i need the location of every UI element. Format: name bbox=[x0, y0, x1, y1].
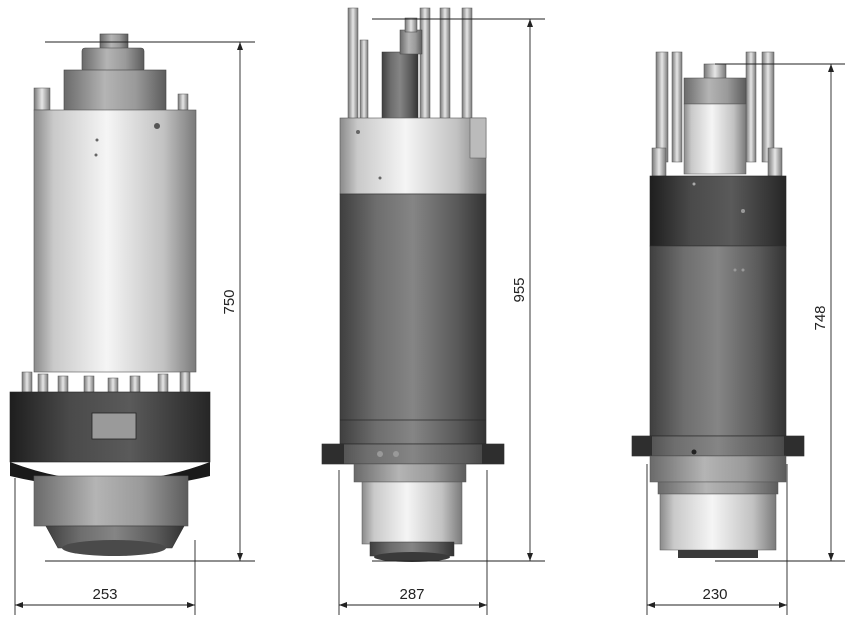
spindle-1-width-label: 253 bbox=[92, 586, 117, 603]
spindle-3-height-label: 748 bbox=[812, 305, 829, 330]
spindle-3-dimensions bbox=[646, 63, 845, 615]
spindle-2-lower-housing bbox=[353, 463, 467, 483]
spindle-1-lower-housing bbox=[33, 475, 189, 527]
spindle-1-dimensions bbox=[14, 41, 255, 615]
spindle-2-housing bbox=[339, 193, 487, 445]
spindle-2-dimensions bbox=[338, 18, 545, 615]
spindle-3-lower-housing bbox=[649, 455, 787, 483]
spindle-2-width-label: 287 bbox=[399, 586, 424, 603]
spindle-1 bbox=[9, 33, 211, 556]
spindle-1-nameplate bbox=[91, 412, 137, 440]
spindle-1-rotor-head bbox=[63, 69, 167, 113]
spindle-3-housing bbox=[649, 175, 787, 247]
spindle-2 bbox=[321, 7, 505, 562]
spindle-2-rotor-head bbox=[381, 51, 419, 121]
spindle-2-flange bbox=[321, 443, 505, 465]
spindle-3-flange bbox=[631, 435, 805, 457]
spindle-2-height-label: 955 bbox=[511, 277, 528, 302]
spindle-3-rotor-head bbox=[683, 77, 747, 105]
spindle-3-width-label: 230 bbox=[702, 586, 727, 603]
spindle-1-top-cap bbox=[81, 47, 145, 73]
spindle-3 bbox=[631, 51, 805, 558]
spindle-1-housing bbox=[33, 109, 197, 373]
spindle-1-height-label: 750 bbox=[221, 289, 238, 314]
spindle-2-upper-housing bbox=[339, 117, 487, 195]
